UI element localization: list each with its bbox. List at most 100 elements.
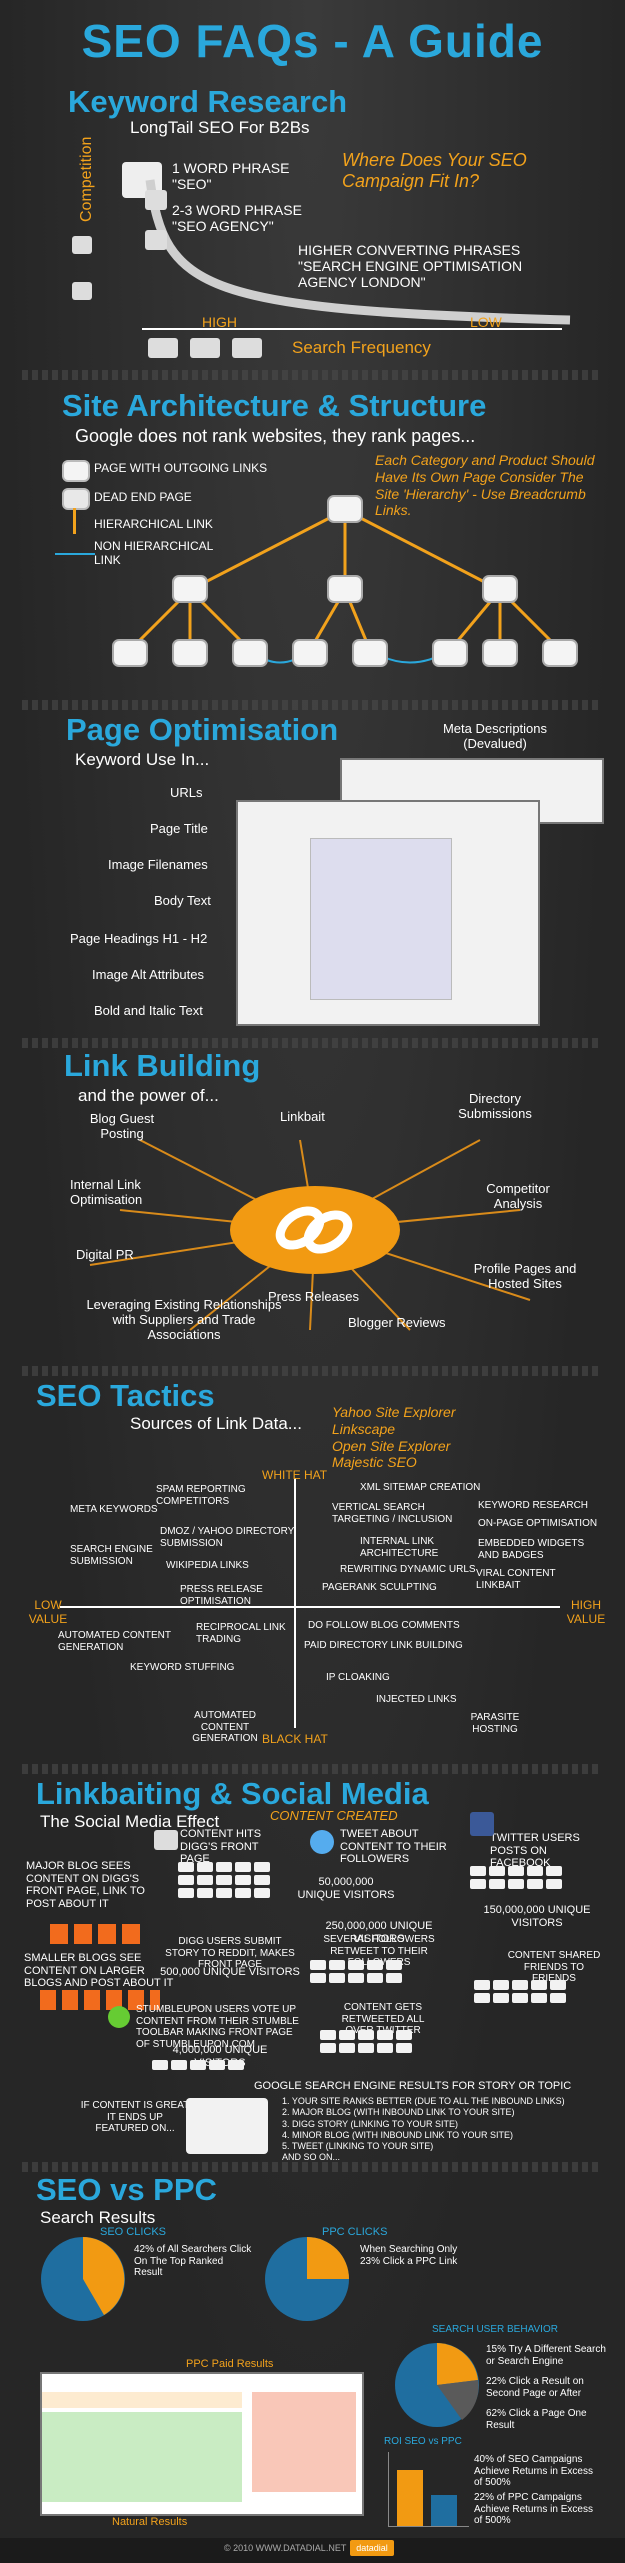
retweet-grid — [320, 2030, 412, 2053]
digg-front: CONTENT HITS DIGG'S FRONT PAGE — [180, 1828, 262, 1866]
keyword-icon-2 — [72, 236, 92, 254]
ppc-heading: SEO vs PPC — [36, 2172, 217, 2207]
tactic-19: KEYWORD STUFFING — [130, 1662, 235, 1673]
keyword-curve — [145, 179, 571, 325]
white-hat: WHITE HAT — [262, 1468, 328, 1482]
friends-grid — [474, 1980, 566, 2003]
natural-label: Natural Results — [112, 2516, 188, 2528]
keyword-high: HIGH — [202, 314, 237, 330]
link-item-8: Press Releases — [268, 1289, 360, 1304]
tweet: TWEET ABOUT CONTENT TO THEIR FOLLOWERS — [340, 1828, 447, 1866]
arch-note: Each Category and Product Should Have It… — [375, 452, 595, 519]
smaller-blogs: SMALLER BLOGS SEE CONTENT ON LARGER BLOG… — [24, 1952, 174, 1990]
keyword-low: LOW — [470, 314, 502, 330]
result-0: 1. YOUR SITE RANKS BETTER (DUE TO ALL TH… — [282, 2096, 565, 2106]
link-item-2: Directory Submissions — [458, 1091, 532, 1121]
keyword-xlabel: Search Frequency — [292, 338, 431, 357]
stumbleupon-icon — [108, 2006, 130, 2028]
tactics-xaxis — [60, 1606, 560, 1608]
page-title: SEO FAQs - A Guide — [81, 15, 544, 67]
link-item-6: Profile Pages and Hosted Sites — [473, 1261, 577, 1291]
pageopt-heading: Page Optimisation — [66, 712, 339, 747]
link-item-0: Blog Guest Posting — [89, 1111, 155, 1141]
stumble: STUMBLEUPON USERS VOTE UP CONTENT FROM T… — [136, 2004, 299, 2050]
legend-box-outgoing — [62, 460, 90, 482]
keyword-heading: Keyword Research — [68, 84, 348, 119]
tactic-22: AUTOMATED CONTENT GENERATION — [192, 1710, 258, 1744]
keyword-question: Where Does Your SEO Campaign Fit In? — [342, 150, 527, 191]
behavior-3: 62% Click a Page One Result — [486, 2408, 587, 2431]
link-item-5: Digital PR — [76, 1247, 134, 1262]
tactic-11: REWRITING DYNAMIC URLS — [340, 1564, 476, 1575]
seo-clicks-text: 42% of All Searchers Click On The Top Ra… — [134, 2244, 252, 2278]
ppc-pie — [265, 2237, 349, 2321]
source-2: Open Site Explorer — [332, 1437, 451, 1454]
stumble-users-grid — [152, 2060, 244, 2070]
result-3: 4. MINOR BLOG (WITH INBOUND LINK TO YOUR… — [282, 2129, 514, 2140]
tactics-heading: SEO Tactics — [36, 1378, 215, 1413]
legend-outgoing: PAGE WITH OUTGOING LINKS — [94, 461, 268, 475]
legend-box-dead — [62, 488, 90, 510]
tactic-2: KEYWORD RESEARCH — [478, 1500, 589, 1511]
blogger-icons — [50, 1924, 140, 1944]
tactic-12: VIRAL CONTENT LINKBAIT — [476, 1568, 556, 1591]
behavior-1: 15% Try A Different Search or Search Eng… — [486, 2344, 606, 2367]
digg-icon — [154, 1830, 178, 1850]
keyword-icon-4 — [148, 338, 178, 358]
blogger-icons-small — [40, 1990, 160, 2010]
keyword-icon-5 — [190, 338, 220, 358]
tactic-6: DMOZ / YAHOO DIRECTORY SUBMISSION — [160, 1526, 295, 1549]
tactics-yaxis — [294, 1478, 296, 1728]
result-5: AND SO ON... — [282, 2152, 341, 2163]
legend-line-hier — [73, 508, 76, 534]
link-item-3: Internal Link Optimisation — [70, 1177, 143, 1207]
tactic-3: META KEYWORDS — [70, 1504, 158, 1515]
behavior-2: 22% Click a Result on Second Page or Aft… — [486, 2376, 584, 2399]
ppc-results-label: PPC Paid Results — [186, 2358, 274, 2370]
tactic-5: ON-PAGE OPTIMISATION — [478, 1518, 598, 1529]
behavior-pie — [395, 2343, 479, 2427]
tactic-8: INTERNAL LINK ARCHITECTURE — [360, 1536, 439, 1559]
tactic-10: WIKIPEDIA LINKS — [166, 1560, 249, 1571]
keyword-icon-3 — [72, 282, 92, 300]
tactic-16: RECIPROCAL LINK TRADING — [196, 1622, 286, 1645]
tactic-4: VERTICAL SEARCH TARGETING / INCLUSION — [332, 1502, 453, 1525]
google-results: GOOGLE SEARCH ENGINE RESULTS FOR STORY O… — [254, 2080, 572, 2092]
serp-paid-top — [42, 2392, 242, 2408]
roi-bar-ppc — [431, 2495, 457, 2526]
separator — [22, 370, 602, 380]
pageopt-item-0: URLs — [170, 785, 203, 800]
results-list: 1. YOUR SITE RANKS BETTER (DUE TO ALL TH… — [282, 2096, 582, 2164]
separator — [22, 1038, 602, 1048]
legend-nonhier: NON HIERARCHICAL LINK — [94, 539, 213, 567]
ppc-clicks-label: PPC CLICKS — [322, 2226, 388, 2238]
footer-text: © 2010 WWW.DATADIAL.NET — [224, 2543, 347, 2553]
facebook: TWITTER USERS POSTS ON FACEBOOK — [490, 1832, 580, 1870]
separator — [22, 700, 602, 710]
phrase-2: 2-3 WORD PHRASE "SEO AGENCY" — [172, 202, 302, 235]
separator — [22, 1366, 602, 1376]
content-shared: CONTENT SHARED FRIENDS TO FRIENDS — [507, 1950, 601, 1984]
portal-logos — [186, 2098, 268, 2154]
tactic-1: XML SITEMAP CREATION — [360, 1482, 481, 1493]
arch-tree — [112, 495, 578, 667]
seo-pie — [41, 2237, 125, 2321]
tactics-sources: Yahoo Site Explorer Linkscape Open Site … — [332, 1404, 455, 1471]
tactics-subheading: Sources of Link Data... — [130, 1414, 302, 1433]
legend-dead: DEAD END PAGE — [94, 490, 192, 504]
keyword-subheading: LongTail SEO For B2Bs — [130, 118, 310, 137]
legend-line-nonhier — [55, 553, 95, 555]
if-great: IF CONTENT IS GREAT IT ENDS UP FEATURED … — [80, 2100, 190, 2134]
ppc-subheading: Search Results — [40, 2208, 156, 2227]
unique-150m: 150,000,000 UNIQUE VISITORS — [483, 1904, 591, 1929]
tactic-20: IP CLOAKING — [326, 1672, 390, 1683]
keyword-icon-6 — [232, 338, 262, 358]
pageopt-item-5: Image Alt Attributes — [92, 967, 205, 982]
unique-500k: 500,000 UNIQUE VISITORS — [160, 1966, 300, 1978]
low-value: LOW VALUE — [28, 1598, 68, 1626]
phrase-1: 1 WORD PHRASE "SEO" — [172, 160, 290, 193]
unique-250m: 250,000,000 UNIQUE VISITORS — [325, 1920, 433, 1945]
twitter-icon — [310, 1830, 334, 1854]
phrase-3: HIGHER CONVERTING PHRASES "SEARCH ENGINE… — [298, 242, 523, 291]
footer — [0, 2538, 625, 2563]
